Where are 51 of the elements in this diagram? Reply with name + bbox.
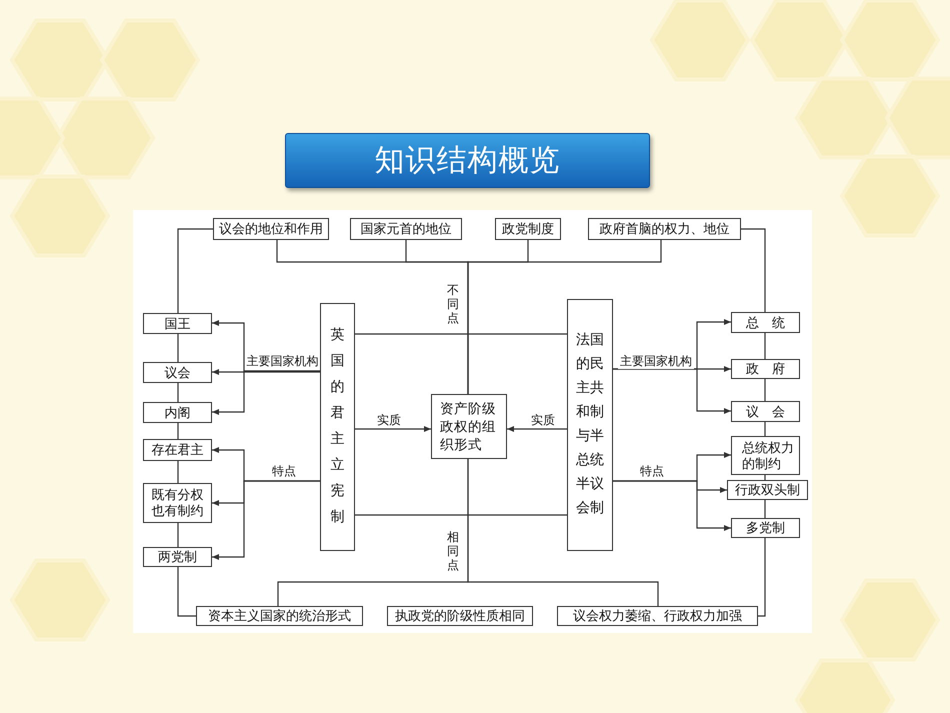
connector-line: [764, 333, 766, 359]
label-box: 议会: [143, 362, 212, 383]
connector-line: [758, 538, 766, 617]
connector-line: [177, 383, 179, 402]
center-box: 资产阶级政权的组织形式: [431, 394, 507, 459]
label-box: 国王: [143, 313, 212, 334]
connector-line: [177, 334, 179, 362]
label-box: 行政双头制: [727, 480, 808, 500]
label-box: 议会的地位和作用: [213, 218, 329, 240]
label-box: 总统权力的制约: [731, 436, 800, 475]
arrow: [212, 370, 320, 415]
label-box: 政党制度: [495, 218, 561, 240]
connector-line: [177, 567, 196, 617]
label-box: 资本主义国家的统治形式: [196, 606, 363, 626]
arrow: [355, 426, 431, 432]
connector-line: [764, 422, 766, 436]
system-box: 法国的民主共和制与半总统半议会制: [567, 299, 613, 551]
connector-line: [177, 523, 179, 547]
arrow: [613, 480, 731, 531]
edge-label: 主要国家机构: [246, 354, 319, 369]
label-box: 国家元首的地位: [350, 218, 462, 240]
connector-line: [177, 423, 179, 439]
arrow: [212, 369, 320, 375]
arrow: [613, 368, 731, 414]
label-box: 存在君主: [143, 439, 212, 461]
label-box: 既有分权也有制约: [143, 483, 212, 523]
connector-line: [467, 240, 662, 394]
label-box: 政府首脑的权力、地位: [588, 218, 741, 240]
connector-line: [355, 333, 567, 335]
label-box: 内阁: [143, 402, 212, 423]
label-box: 议 会: [731, 401, 800, 422]
connector-line: [467, 459, 659, 606]
label-box: 总 统: [731, 312, 800, 333]
edge-label: 相同点: [446, 530, 460, 572]
edge-label: 主要国家机构: [618, 354, 694, 369]
system-box: 英国的君主立宪制: [320, 303, 355, 551]
connector-line: [764, 500, 766, 518]
connector-line: [177, 461, 179, 483]
label-box: 执政党的阶级性质相同: [387, 606, 533, 626]
arrow: [212, 480, 320, 560]
label-box: 政 府: [731, 359, 800, 379]
connector-line: [764, 379, 766, 401]
label-box: 议会权力萎缩、行政权力加强: [557, 606, 758, 626]
label-box: 两党制: [143, 547, 212, 567]
connector-line: [177, 228, 213, 313]
connector-line: [355, 514, 567, 516]
connector-line: [741, 228, 766, 312]
edge-label: 不同点: [446, 283, 460, 325]
arrow: [507, 426, 567, 432]
label-box: 多党制: [731, 518, 800, 538]
title-banner: 知识结构概览: [285, 133, 650, 188]
